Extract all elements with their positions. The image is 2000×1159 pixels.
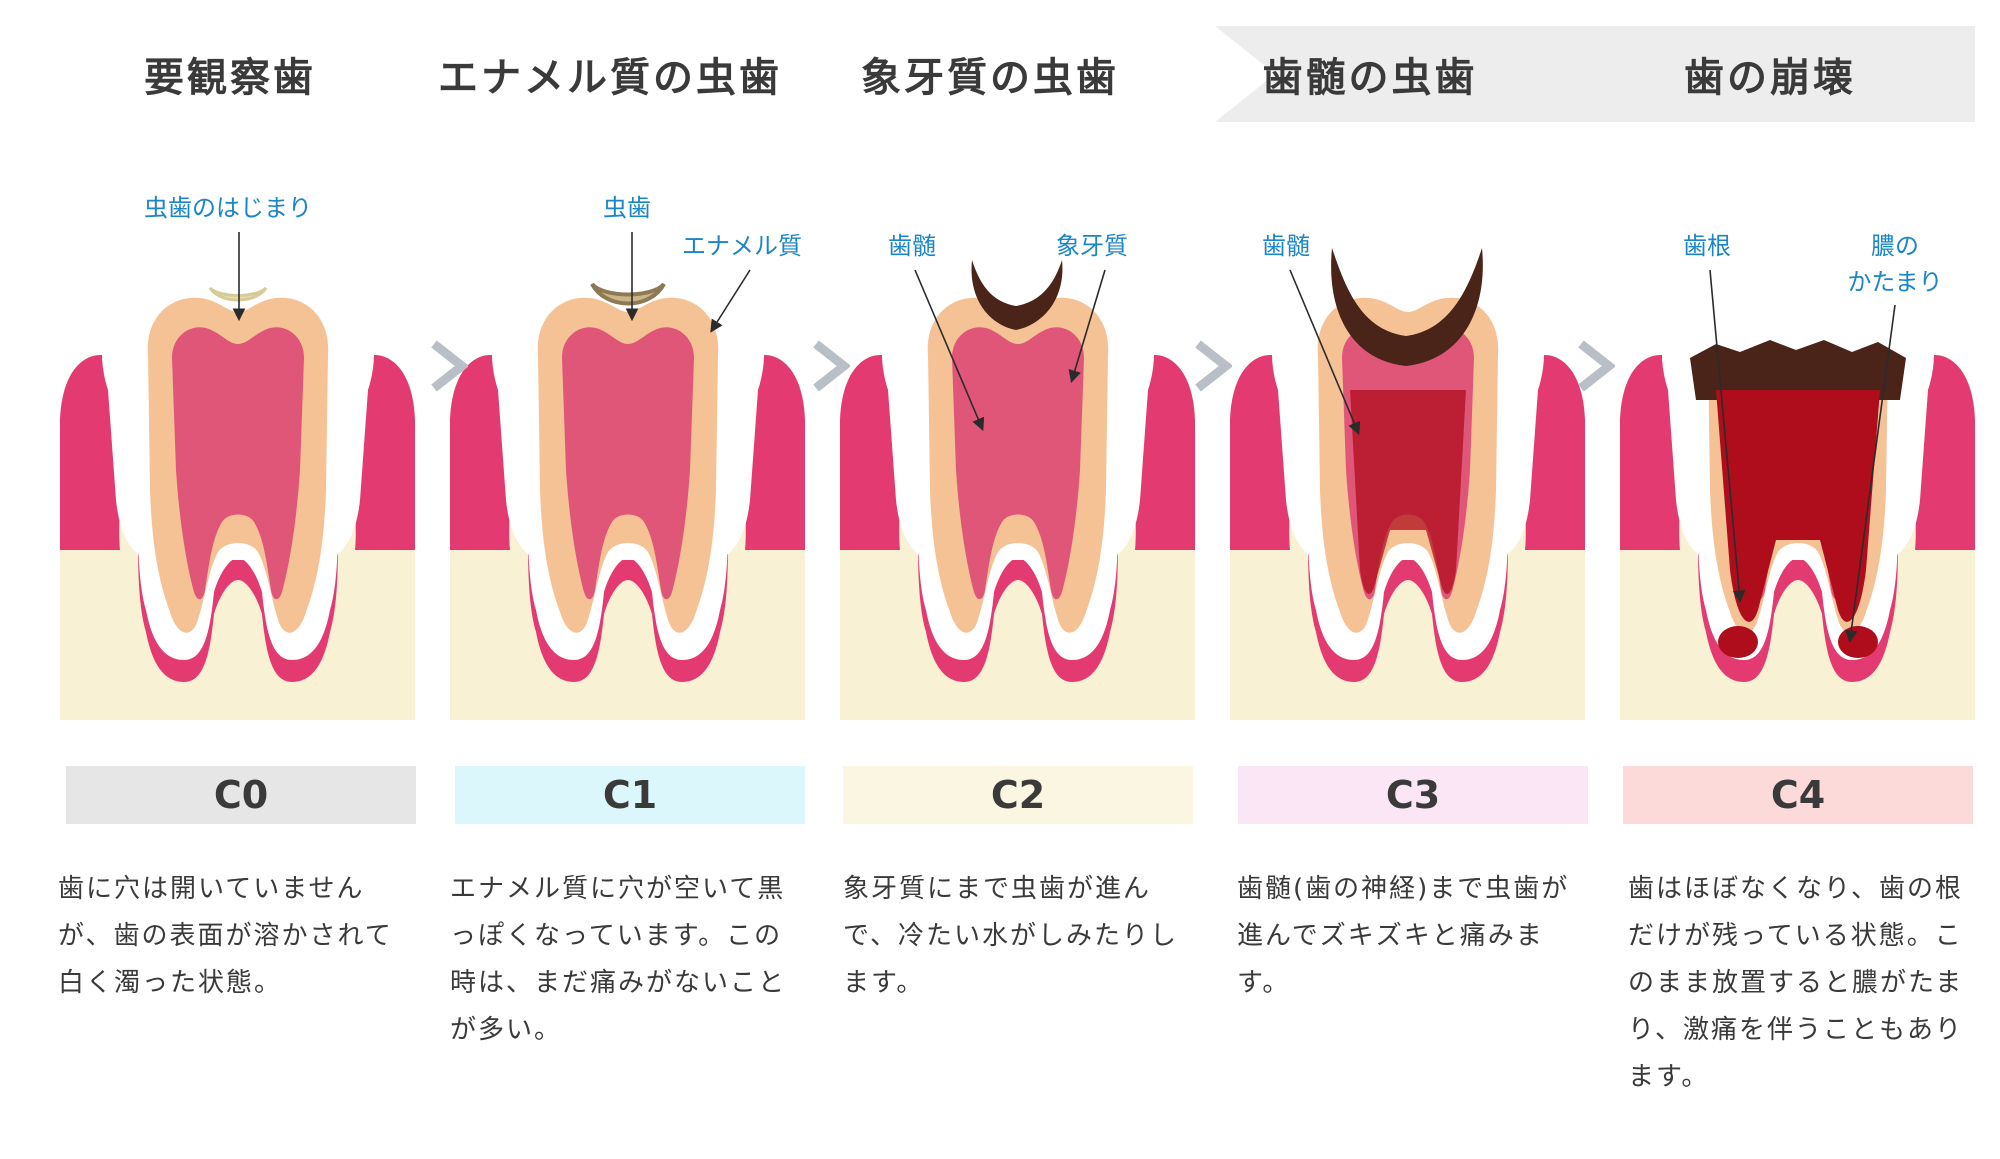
label-dentin: 象牙質 <box>1056 232 1128 260</box>
title-banner-arrow <box>1215 26 1975 122</box>
tooth-illustration-c3 <box>1230 248 1585 720</box>
tooth-illustration-c1 <box>450 269 805 720</box>
label-pulp-c3: 歯髄 <box>1262 232 1310 260</box>
stage-title-c4: 歯の崩壊 <box>1684 55 1856 101</box>
infected-roots <box>1716 390 1880 622</box>
stage-description-c2: 象牙質にまで虫歯が進んで、冷たい水がしみたりします。 <box>843 874 1178 998</box>
stage-title-c1: エナメル質の虫歯 <box>438 55 782 101</box>
stage-description-c4: 歯はほぼなくなり、歯の根だけが残っている状態。このまま放置すると膿がたまり、激痛… <box>1628 874 1964 1092</box>
tooth-illustration-c0 <box>60 269 415 720</box>
stage-description-c0: 歯に穴は開いていませんが、歯の表面が溶かされて白く濁った状態。 <box>58 874 393 998</box>
label-pus-line2: かたまり <box>1847 268 1943 296</box>
label-enamel: エナメル質 <box>682 232 802 260</box>
chevron-right-icon <box>1195 340 1232 392</box>
deep-caries <box>1331 248 1483 366</box>
pulp <box>562 327 694 600</box>
infected-pulp <box>1350 390 1466 594</box>
chevron-right-icon <box>431 340 468 392</box>
stage-description-c3: 歯髄(歯の神経)まで虫歯が進んでズキズキと痛みます。 <box>1237 874 1570 998</box>
label-caries-start: 虫歯のはじまり <box>144 194 312 222</box>
label-root: 歯根 <box>1683 232 1731 260</box>
early-caries-spot <box>208 286 268 302</box>
tooth-illustration-c2 <box>840 260 1195 720</box>
stage-badge-c4: C4 <box>1623 766 1973 824</box>
stage-title-c3: 歯髄の虫歯 <box>1262 55 1478 101</box>
pulp <box>952 327 1084 600</box>
stage-badge-c2: C2 <box>843 766 1193 824</box>
chevron-right-icon <box>813 340 850 392</box>
enamel-caries <box>590 282 666 306</box>
label-pulp-c2: 歯髄 <box>888 232 936 260</box>
tooth-illustration-c4 <box>1620 240 1975 720</box>
stage-badge-c1: C1 <box>455 766 805 824</box>
dentin-caries <box>971 260 1063 330</box>
stage-badge-c0: C0 <box>66 766 416 824</box>
pulp <box>172 327 304 600</box>
chevron-right-icon <box>1578 340 1615 392</box>
stage-title-c0: 要観察歯 <box>144 55 316 101</box>
stage-description-c1: エナメル質に穴が空いて黒っぽくなっています。この時は、まだ痛みがないことが多い。 <box>450 874 787 1045</box>
label-caries: 虫歯 <box>603 194 651 222</box>
stage-badge-c3: C3 <box>1238 766 1588 824</box>
stage-title-c2: 象牙質の虫歯 <box>861 55 1119 101</box>
pus-pocket-left <box>1718 626 1758 658</box>
label-pus-line1: 膿の <box>1871 232 1919 260</box>
pus-pocket-right <box>1838 626 1878 658</box>
